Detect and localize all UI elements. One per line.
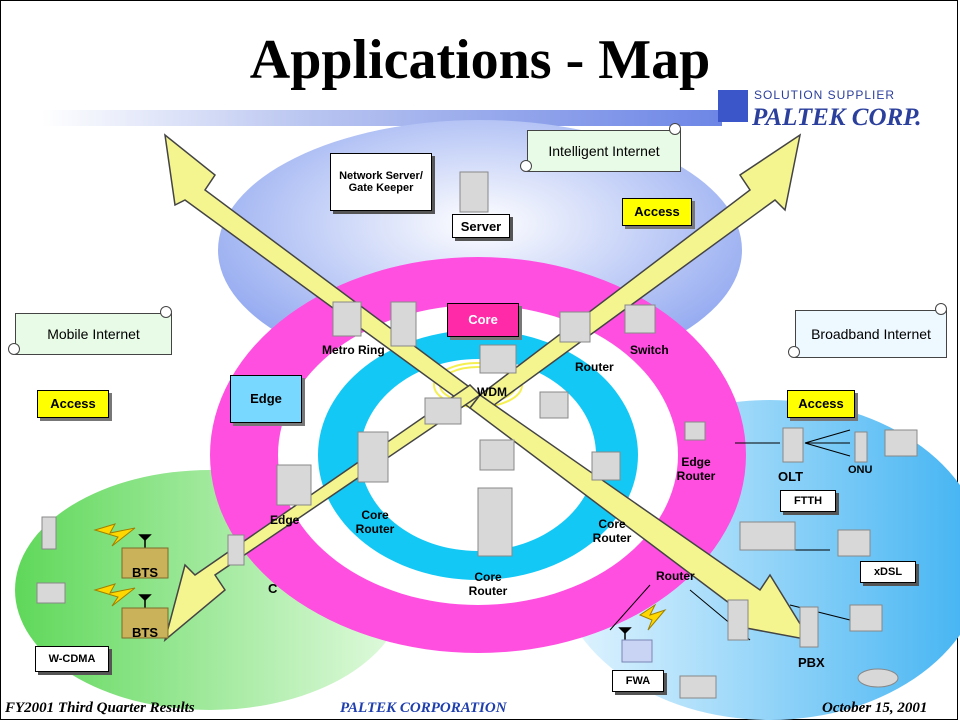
- wcdma-label: W-CDMA: [35, 646, 109, 672]
- rnc-label: C: [268, 581, 278, 596]
- edge-badge: Edge: [230, 375, 302, 423]
- access-badge-left: Access: [37, 390, 109, 418]
- arrow-bottom-right: [468, 393, 812, 642]
- footer-left: FY2001 Third Quarter Results: [5, 700, 195, 716]
- region-broadband-internet: Broadband Internet: [788, 303, 947, 358]
- core-router-left-label: Core Router: [355, 508, 395, 536]
- pbx-label: PBX: [798, 655, 825, 670]
- footer-right: October 15, 2001: [822, 700, 928, 716]
- router-right-label: Router: [656, 569, 695, 583]
- core-router-center-label: Core Router: [468, 570, 508, 598]
- edge-left-label: Edge: [270, 513, 300, 527]
- lightning-icons: [93, 523, 667, 631]
- olt-label: OLT: [778, 469, 804, 484]
- bts-cubes: [121, 547, 169, 639]
- title-underline-bar: [42, 110, 722, 126]
- fwa-cube: [621, 639, 653, 663]
- ftth-label: FTTH: [780, 490, 836, 512]
- paltek-logo-icon: [718, 90, 748, 122]
- edge-router-right-label: Edge Router: [676, 455, 716, 483]
- fwa-label: FWA: [612, 670, 664, 692]
- network-server-label: Network Server/ Gate Keeper: [330, 153, 432, 211]
- region-intelligent-internet: Intelligent Internet: [520, 123, 681, 172]
- router-top-label: Router: [575, 360, 614, 374]
- switch-label: Switch: [630, 343, 669, 357]
- footer-center: PALTEK CORPORATION: [340, 700, 507, 716]
- slide-title: Applications - Map: [249, 29, 711, 91]
- bts-label-2: BTS: [132, 625, 158, 640]
- antennas: [138, 534, 632, 640]
- xdsl-label: xDSL: [860, 561, 916, 583]
- core-ring-center: [360, 359, 596, 551]
- server-label: Server: [452, 214, 510, 238]
- onu-label: ONU: [848, 464, 873, 476]
- region-mobile-internet: Mobile Internet: [8, 306, 172, 355]
- access-badge-top: Access: [622, 198, 692, 226]
- wdm-label: WDM: [477, 385, 507, 399]
- logo-tagline: SOLUTION SUPPLIER: [754, 88, 896, 102]
- logo-name: PALTEK CORP.: [752, 104, 922, 131]
- equipment-icons: [36, 171, 918, 699]
- core-badge: Core: [447, 303, 519, 337]
- core-router-right-label: Core Router: [592, 517, 632, 545]
- metro-ring-label: Metro Ring: [322, 343, 385, 357]
- bts-label-1: BTS: [132, 565, 158, 580]
- access-badge-right: Access: [787, 390, 855, 418]
